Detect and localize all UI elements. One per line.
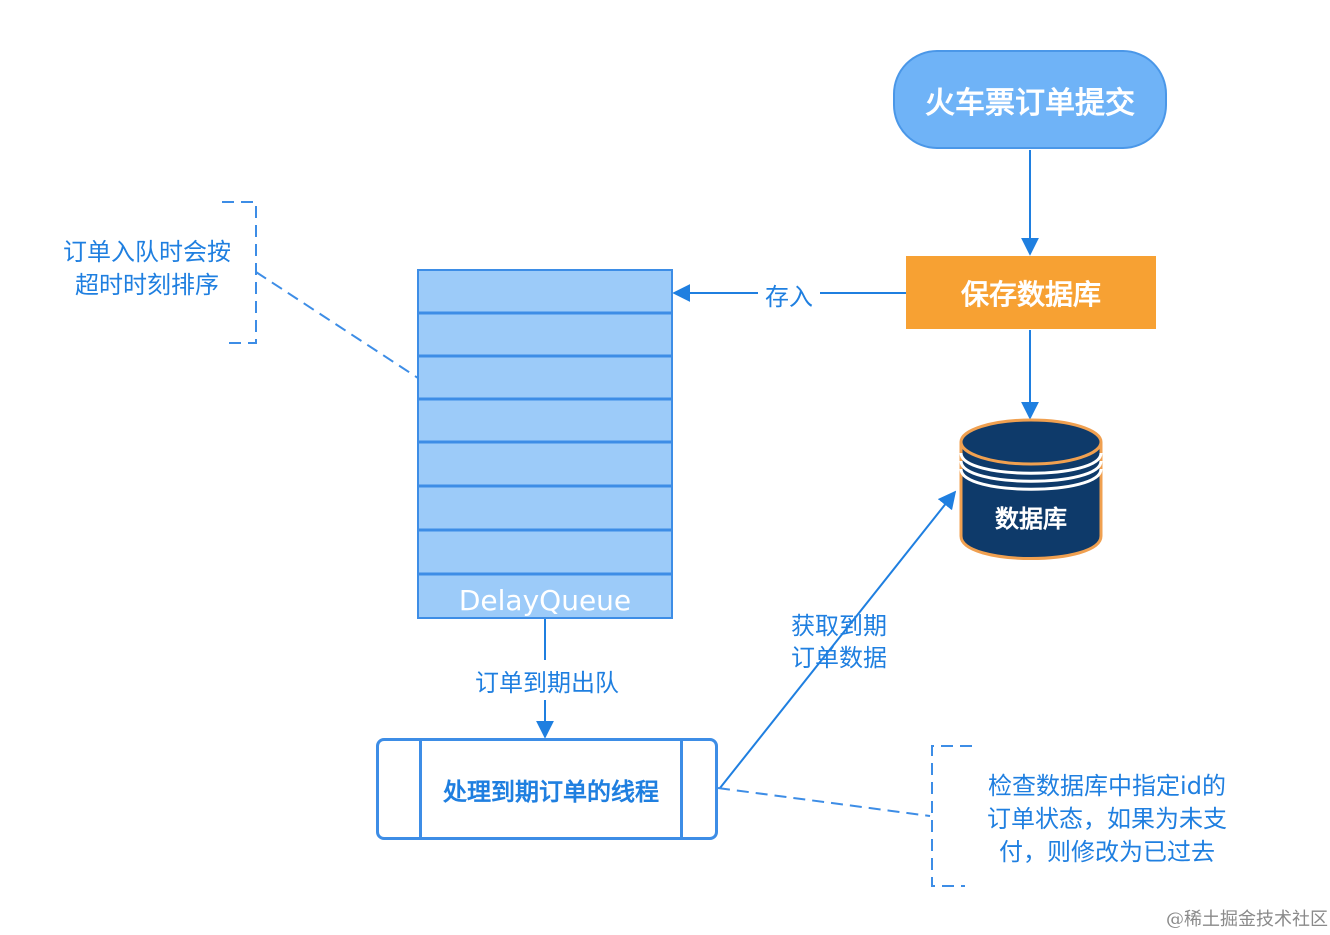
database-label: 数据库 <box>995 504 1067 533</box>
check-note-line1: 检查数据库中指定id的 <box>988 772 1226 800</box>
start-node-order-submit: 火车票订单提交 <box>893 50 1167 149</box>
database-cylinder <box>959 418 1103 560</box>
edge-label-fetch-line1: 获取到期 <box>791 612 887 640</box>
edge-label-fetch-line2: 订单数据 <box>791 644 887 672</box>
check-note: 检查数据库中指定id的 订单状态，如果为未支 付，则修改为已过去 <box>972 770 1242 869</box>
delay-queue <box>417 269 673 619</box>
edge-label-fetch: 获取到期 订单数据 <box>784 610 894 676</box>
check-note-bracket <box>717 745 972 887</box>
enqueue-note-bracket <box>222 201 419 379</box>
edge-label-store: 存入 <box>765 282 813 311</box>
enqueue-note: 订单入队时会按 超时时刻排序 <box>52 236 242 302</box>
enqueue-note-line2: 超时时刻排序 <box>75 271 219 299</box>
delay-queue-label: DelayQueue <box>458 583 632 617</box>
save-database-label: 保存数据库 <box>960 277 1101 311</box>
watermark: @稀土掘金技术社区 <box>1166 909 1328 930</box>
start-node-label: 火车票订单提交 <box>925 85 1135 121</box>
check-note-line3: 付，则修改为已过去 <box>999 838 1215 866</box>
expired-order-thread-node: 处理到期订单的线程 <box>376 738 718 840</box>
save-database-node: 保存数据库 <box>906 256 1156 329</box>
thread-node-label: 处理到期订单的线程 <box>419 741 683 837</box>
arrow-thread-to-database <box>719 490 957 789</box>
enqueue-note-line1: 订单入队时会按 <box>63 238 231 266</box>
check-note-line2: 订单状态，如果为未支 <box>987 805 1227 833</box>
edge-label-dequeue: 订单到期出队 <box>475 668 619 697</box>
